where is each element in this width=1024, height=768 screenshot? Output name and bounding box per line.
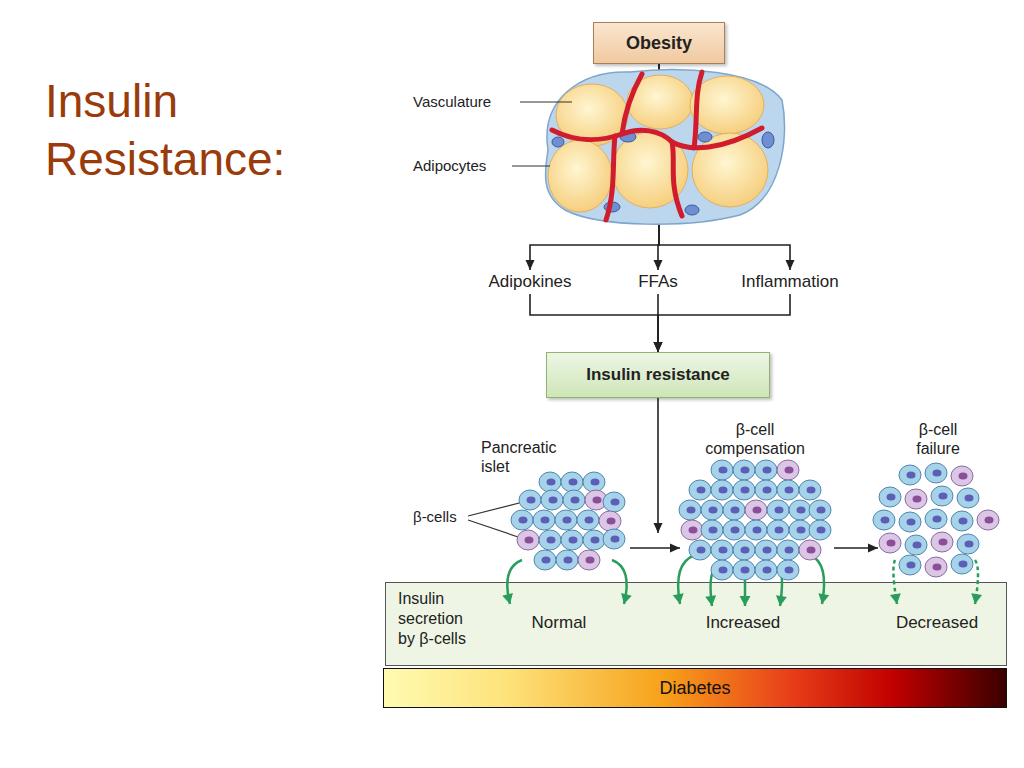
flow-arrow (834, 544, 878, 553)
arrow-head (705, 595, 716, 606)
secretion-arrow (740, 575, 751, 606)
connector-line (678, 555, 695, 604)
node-text: Decreased (877, 613, 997, 633)
connector-line (834, 547, 878, 549)
arrow-head (740, 596, 751, 606)
process-box: Insulin resistance (546, 352, 770, 398)
connector-line (658, 294, 790, 352)
blood-vessels (552, 72, 762, 220)
secretion-arrow (971, 560, 982, 604)
slide-title: Insulin Resistance: (45, 72, 345, 188)
connector-line (711, 568, 715, 606)
arrow-head (786, 260, 795, 270)
connector-line (530, 64, 659, 270)
flow-arrow (654, 294, 791, 352)
secretion-arrow (705, 568, 716, 606)
node-text: Pancreatic islet (481, 438, 581, 476)
islet-stage: Pancreatic islet (470, 435, 630, 585)
flow-arrow (654, 294, 663, 352)
islet-stage: β-cell compensation (680, 418, 830, 578)
flow-arrow (654, 64, 663, 270)
node-text: Obesity (626, 33, 692, 54)
connector-line (530, 294, 658, 352)
factor-text: Adipokines (478, 270, 582, 294)
compensating-islet (679, 460, 831, 580)
arrow-head (654, 523, 663, 533)
connector-line (744, 575, 747, 606)
connector-line (975, 560, 978, 604)
node-text: β-cell failure (903, 420, 973, 458)
arrow-head (971, 593, 982, 604)
arrow-head (621, 593, 632, 604)
normal-islet (511, 472, 625, 570)
node-text: Insulin secretion by β-cells (398, 589, 480, 649)
title-box: Obesity (593, 22, 725, 64)
failing-islet (873, 463, 999, 577)
connector-line (612, 560, 627, 604)
connector-line (893, 560, 897, 604)
secretion-arrow (810, 555, 829, 604)
secretion-arrow (502, 560, 522, 604)
secretion-arrow (612, 560, 632, 604)
secretion-arrow (776, 570, 787, 606)
connector-line (657, 398, 659, 533)
connector-line (507, 560, 522, 604)
adipose-tissue (545, 70, 784, 225)
arrow-head (890, 593, 901, 604)
flow-arrow (630, 544, 680, 553)
arrow-head (868, 544, 878, 553)
flow-arrow (654, 398, 663, 533)
node-text: β-cell compensation (690, 420, 820, 458)
progression-bar: Diabetes (383, 668, 1007, 708)
node-text: Insulin resistance (586, 365, 730, 385)
part-label: β-cells (413, 508, 457, 525)
islet-stage: β-cell failure (878, 418, 998, 578)
node-text: Normal (499, 613, 619, 633)
secretion-arrow (890, 560, 901, 604)
node-text: Diabetes (659, 678, 730, 699)
arrow-head (673, 593, 684, 604)
arrow-head (654, 260, 663, 270)
secretion-band: Insulin secretion by β-cells Normal Increa… (385, 582, 1007, 666)
arrow-head (654, 342, 663, 352)
connector-line (657, 294, 659, 352)
node-text: Increased (683, 613, 803, 633)
factor-text: Inflammation (730, 270, 850, 294)
node-text: Adipokines (488, 272, 571, 292)
connector-line (780, 570, 782, 606)
arrow-head (776, 595, 787, 606)
arrow-head (502, 593, 513, 604)
connector-line (659, 64, 790, 270)
factor-text: FFAs (618, 270, 698, 294)
node-text: FFAs (638, 272, 678, 292)
arrow-head (526, 260, 535, 270)
flow-arrow (526, 64, 660, 270)
part-label: Vasculature (413, 93, 491, 110)
node-text: Inflammation (741, 272, 838, 292)
connector-line (630, 547, 680, 549)
connector-line (658, 64, 659, 270)
secretion-arrow (673, 555, 695, 604)
part-label: Adipocytes (413, 157, 486, 174)
flow-arrow (659, 64, 795, 270)
connector-line (810, 555, 824, 604)
arrow-head (654, 342, 663, 352)
arrow-head (654, 342, 663, 352)
arrow-head (818, 593, 829, 604)
flow-arrow (530, 294, 663, 352)
arrow-head (670, 544, 680, 553)
